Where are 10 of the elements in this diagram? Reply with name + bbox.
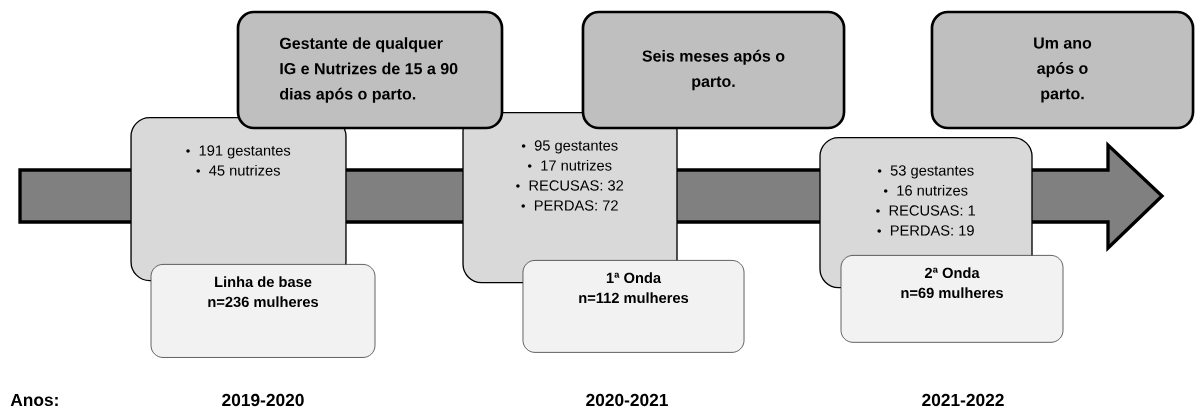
year-label: 2019-2020 xyxy=(222,393,304,407)
year-label: 2020-2021 xyxy=(586,393,668,407)
period-box: Gestante de qualquer IG e Nutrizes de 15 a 90 dias após o parto. xyxy=(236,10,504,130)
period-box: Um ano após o parto. xyxy=(930,10,1195,130)
wave-box: Linha de base n=236 mulheres xyxy=(150,264,376,358)
wave-box: 2ª Onda n=69 mulheres xyxy=(840,255,1064,343)
year-label: 2021-2022 xyxy=(922,393,1004,407)
period-box: Seis meses após o parto. xyxy=(581,10,846,130)
wave-box: 1ª Onda n=112 mulheres xyxy=(522,260,745,353)
axis-label: Anos: xyxy=(10,393,58,407)
